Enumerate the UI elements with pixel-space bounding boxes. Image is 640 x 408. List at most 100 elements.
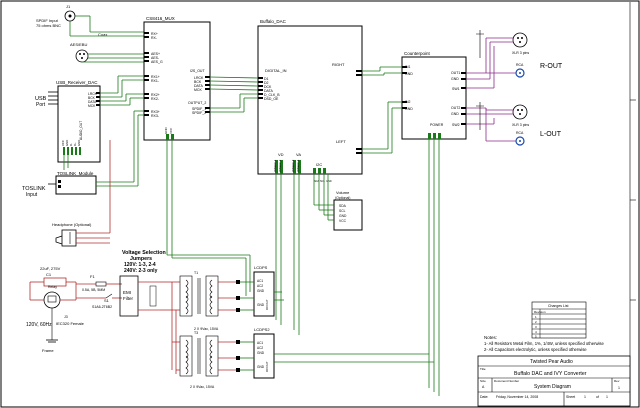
cs8416-pin-lrck: LRCK bbox=[194, 76, 204, 80]
cs8416-pin-rx2-neg: RX2- bbox=[151, 97, 160, 101]
changes-row-3: 3 bbox=[535, 325, 537, 329]
cs8416-pin-data: DATA bbox=[194, 84, 203, 88]
emi-label: EMI bbox=[123, 290, 131, 295]
usb-pin-gnd: GND bbox=[65, 140, 69, 146]
buffalo-dac-title: Buffalo_DAC bbox=[260, 19, 287, 24]
volume-pin-scl: SCL bbox=[339, 209, 346, 213]
t1-label: T1 bbox=[194, 271, 198, 275]
date-label: Date: bbox=[480, 395, 488, 399]
counterpoint-power: POWER bbox=[430, 123, 444, 127]
lcdps2-pin-ac1: AC1 bbox=[257, 341, 263, 345]
counterpoint-sw2: SW2 bbox=[452, 123, 460, 127]
aes-ebu-connector: AES/EBU bbox=[70, 42, 144, 63]
lcdps-2-block: LCDPS2 AC1 AC2 GND GND DCOUT bbox=[236, 327, 434, 379]
rev-value: 1 bbox=[618, 386, 620, 390]
cs8416-pin-rx-neg: RX- bbox=[151, 36, 158, 40]
cs8416-pin-aes-neg: AES- bbox=[151, 56, 160, 60]
counterpoint-pin-gndo1: GND bbox=[451, 77, 459, 81]
usb-pin-dminus: D- bbox=[69, 143, 73, 146]
sheet-label: Sheet bbox=[566, 395, 575, 399]
switch-ref: S1 bbox=[104, 298, 110, 303]
spdif-input-connector: J1 SPDIF Input 75 ohms BNC Coax bbox=[36, 4, 144, 37]
usb-pin-vcc: VCC bbox=[61, 140, 65, 146]
cs8416-pin-aes-g: AES_G bbox=[151, 60, 163, 64]
buffalo-i2c-label: I2C bbox=[316, 162, 322, 167]
power-distribution-wires bbox=[166, 139, 440, 396]
doc-label: Document Number bbox=[494, 379, 519, 383]
usb-pin-data: DATA bbox=[88, 100, 97, 104]
usb-pin-gnd2: GND bbox=[77, 140, 81, 146]
cs8416-pin-rx-pos: RX+ bbox=[151, 32, 158, 36]
t1-rating: 2 X 9Vac, 15VA bbox=[194, 327, 219, 331]
cs8416-pin-bck: BCK bbox=[194, 80, 202, 84]
fuse-ref: F1 bbox=[90, 274, 95, 279]
counterpoint-pin-gndo2: GND bbox=[451, 112, 459, 116]
xlr-l-connector bbox=[512, 104, 528, 120]
t3-rating: 2 X 9Vac, 15VA bbox=[190, 385, 215, 389]
doc-number: System Diagram bbox=[534, 384, 571, 390]
cs8416-pin-i2s-out: I2S_OUT bbox=[190, 69, 205, 73]
buffalo-digital-in: DIGITAL_IN bbox=[265, 68, 287, 73]
toslink-module-title: TOSLINK_Module bbox=[57, 171, 94, 176]
changes-row-2: 2 bbox=[535, 320, 537, 324]
voltage-selection-title: Voltage Selection bbox=[122, 250, 166, 256]
buffalo-pin-gnd: GND bbox=[326, 180, 332, 183]
usb-receiver-block: USB_Receiver_DAC LRCK BCK DATA MCK AUDIO… bbox=[56, 75, 144, 163]
usb-port-label: USB bbox=[35, 96, 47, 102]
cs8416-mux-block: CS8416_MUX RX+ RX- AES+ AES- AES_G RX1+ … bbox=[143, 16, 211, 141]
usb-port-sub: Port bbox=[36, 102, 46, 108]
toslink-module-block: TOSLINK_Module bbox=[55, 110, 144, 195]
rev-label: Rev bbox=[614, 379, 620, 383]
t3-label: T3 bbox=[194, 331, 198, 335]
buffalo-pin-power4: POWER_4 bbox=[297, 159, 300, 172]
cap-value: 22uF, 275V bbox=[40, 266, 61, 271]
lcdps2-title: LCDPS2 bbox=[254, 327, 270, 332]
counterpoint-pin-in2: IN2 bbox=[405, 100, 411, 104]
l-out-label: L-OUT bbox=[540, 131, 562, 138]
xlr-r-connector bbox=[512, 32, 528, 48]
buffalo-pin-power2: POWER_2 bbox=[279, 159, 282, 172]
changes-row-4: 4 bbox=[535, 330, 537, 334]
buffalo-pin-power1: POWER_1 bbox=[274, 159, 277, 172]
cs8416-pin-output2: OUTPUT_2 bbox=[188, 101, 206, 105]
buffalo-pin-d1: D1 bbox=[264, 77, 269, 81]
counterpoint-pin-out2: OUT2 bbox=[451, 106, 460, 110]
sheet-value: 1 bbox=[584, 395, 586, 399]
counterpoint-pin-in1: IN1 bbox=[405, 65, 411, 69]
aes-ebu-label: AES/EBU bbox=[70, 42, 87, 47]
buffalo-pin-dclkb: D_CLK_B bbox=[264, 93, 280, 97]
cs8416-pin-vcc: VCC bbox=[169, 127, 173, 134]
volume-sub: (Optional) bbox=[335, 196, 350, 200]
cap-ref: C1 bbox=[46, 272, 52, 277]
headphone-title: Headphone (Optional) bbox=[52, 222, 92, 227]
notes: Notes: 1- All Resistors Metal Film, 1%, … bbox=[484, 335, 605, 352]
volume-block: Volume (Optional) SDA SCL GND VCC bbox=[313, 174, 363, 231]
fuse-value: 0.5A, 5B, 5MM bbox=[82, 288, 105, 292]
toslink-input: TOSLINK Input bbox=[22, 183, 56, 198]
cs8416-pin-rx3-neg: RX3- bbox=[151, 114, 160, 118]
counterpoint-sw1: SW1 bbox=[452, 87, 460, 91]
lcdps1-pin-gnd2: GND bbox=[257, 303, 265, 307]
cs8416-pin-gnd: GND bbox=[164, 127, 168, 135]
notes-title: Notes: bbox=[484, 335, 497, 340]
lcdps2-pin-gnd2: GND bbox=[257, 365, 265, 369]
spdif-input-label: SPDIF Input bbox=[36, 18, 59, 23]
voltage-selection-note: Voltage Selection Jumpers 120V: 1-3, 2-4… bbox=[122, 250, 166, 274]
iec-label: IEC320 Female bbox=[56, 321, 85, 326]
buffalo-pin-dsdoe: DSD_OE bbox=[264, 97, 279, 101]
r-out-label: R-OUT bbox=[540, 63, 563, 70]
cs8416-pin-aes-pos: AES+ bbox=[151, 52, 160, 56]
i2s-bus-wires bbox=[209, 76, 259, 113]
lcdps1-pin-gnd: GND bbox=[257, 289, 265, 293]
volume-title: Volume bbox=[336, 190, 350, 195]
output-connectors: XLR 3 pins RCA R-OUT XLR 3 pins RCA L-OU… bbox=[466, 30, 563, 146]
sheet-total: 1 bbox=[606, 395, 608, 399]
usb-pin-bck: BCK bbox=[88, 96, 96, 100]
spdif-ref-label: J1 bbox=[66, 4, 71, 9]
cs8416-pin-mck: MCK bbox=[194, 88, 202, 92]
note-2: 2- All Capacitors electrolytic, unless s… bbox=[484, 347, 587, 352]
xlr-r-label: XLR 3 pins bbox=[512, 51, 529, 55]
